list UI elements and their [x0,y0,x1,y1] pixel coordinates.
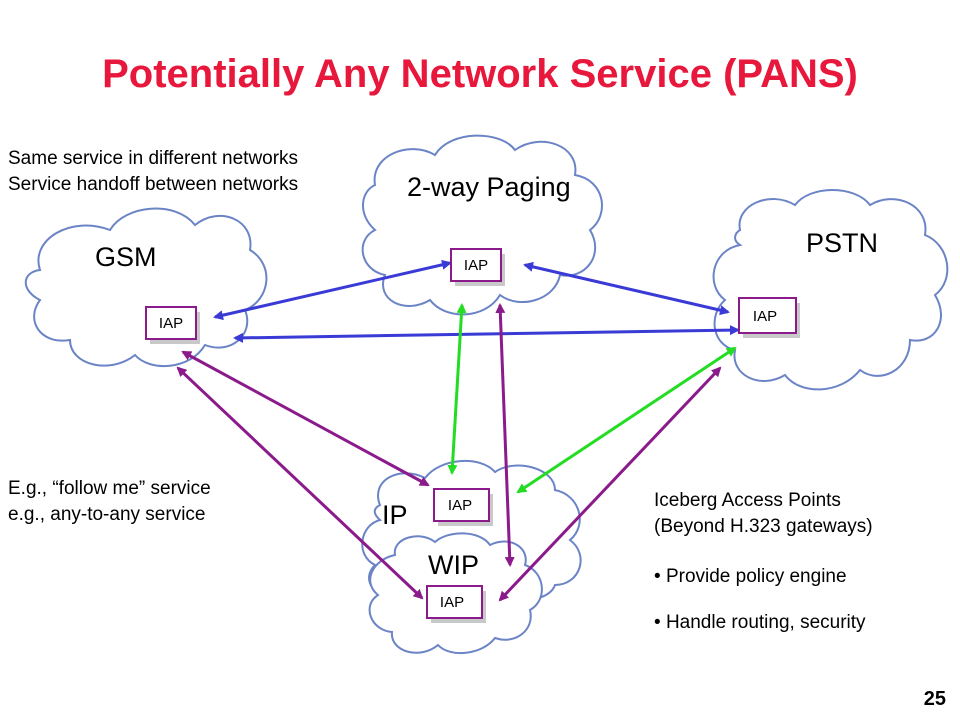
iap-ip-label: IAP [448,497,472,514]
pstn-cloud [712,189,949,391]
ip-label: IP [382,500,408,530]
link-gsm-wip [176,366,424,600]
link-wip-pstn [498,366,722,602]
iceberg-heading-line-2: (Beyond H.323 gateways) [654,516,873,537]
bullet-dot-icon: • [654,566,666,587]
paging-label: 2-way Paging [407,172,571,202]
iceberg-bullet-1-text: Provide policy engine [665,566,847,587]
note-top: Same service in different networks Servi… [8,146,298,198]
iceberg-heading-line-1: Iceberg Access Points [654,490,841,511]
link-gsm-ip [181,350,430,487]
link-gsm-pstn [233,325,740,343]
iap-pstn-label: IAP [753,308,777,325]
iap-paging: IAP [450,248,505,286]
iap-gsm: IAP [145,306,200,344]
iceberg-bullet-2-text: Handle routing, security [665,612,866,633]
iceberg-bullet-2: • Handle routing, security [654,610,866,636]
note-top-line-2: Service handoff between networks [8,174,299,195]
iap-ip: IAP [433,488,493,526]
note-bottom-line-2: e.g., any-to-any service [8,504,206,525]
note-top-line-1: Same service in different networks [8,148,299,169]
link-gsm-paging [213,259,452,321]
iap-wip-label: IAP [440,594,464,611]
pstn-label: PSTN [806,228,879,258]
bullet-dot-icon: • [654,612,666,633]
iceberg-heading: Iceberg Access Points (Beyond H.323 gate… [654,488,873,540]
paging-cloud [361,134,603,316]
gsm-label: GSM [95,242,157,272]
note-bottom-line-1: E.g., “follow me” service [8,478,211,499]
link-ip-pstn-green [516,346,737,494]
gsm-cloud [24,207,268,368]
link-paging-ip-green [447,303,467,475]
iap-gsm-label: IAP [159,315,183,332]
page-number: 25 [923,688,946,710]
iap-wip: IAP [426,585,486,623]
slide-title: Potentially Any Network Service (PANS) [102,52,858,96]
iceberg-bullet-1: • Provide policy engine [654,564,847,590]
iap-paging-label: IAP [464,257,488,274]
iap-pstn: IAP [738,297,800,338]
link-paging-pstn [523,261,730,316]
note-bottom: E.g., “follow me” service e.g., any-to-a… [8,476,211,528]
wip-label: WIP [428,550,479,580]
